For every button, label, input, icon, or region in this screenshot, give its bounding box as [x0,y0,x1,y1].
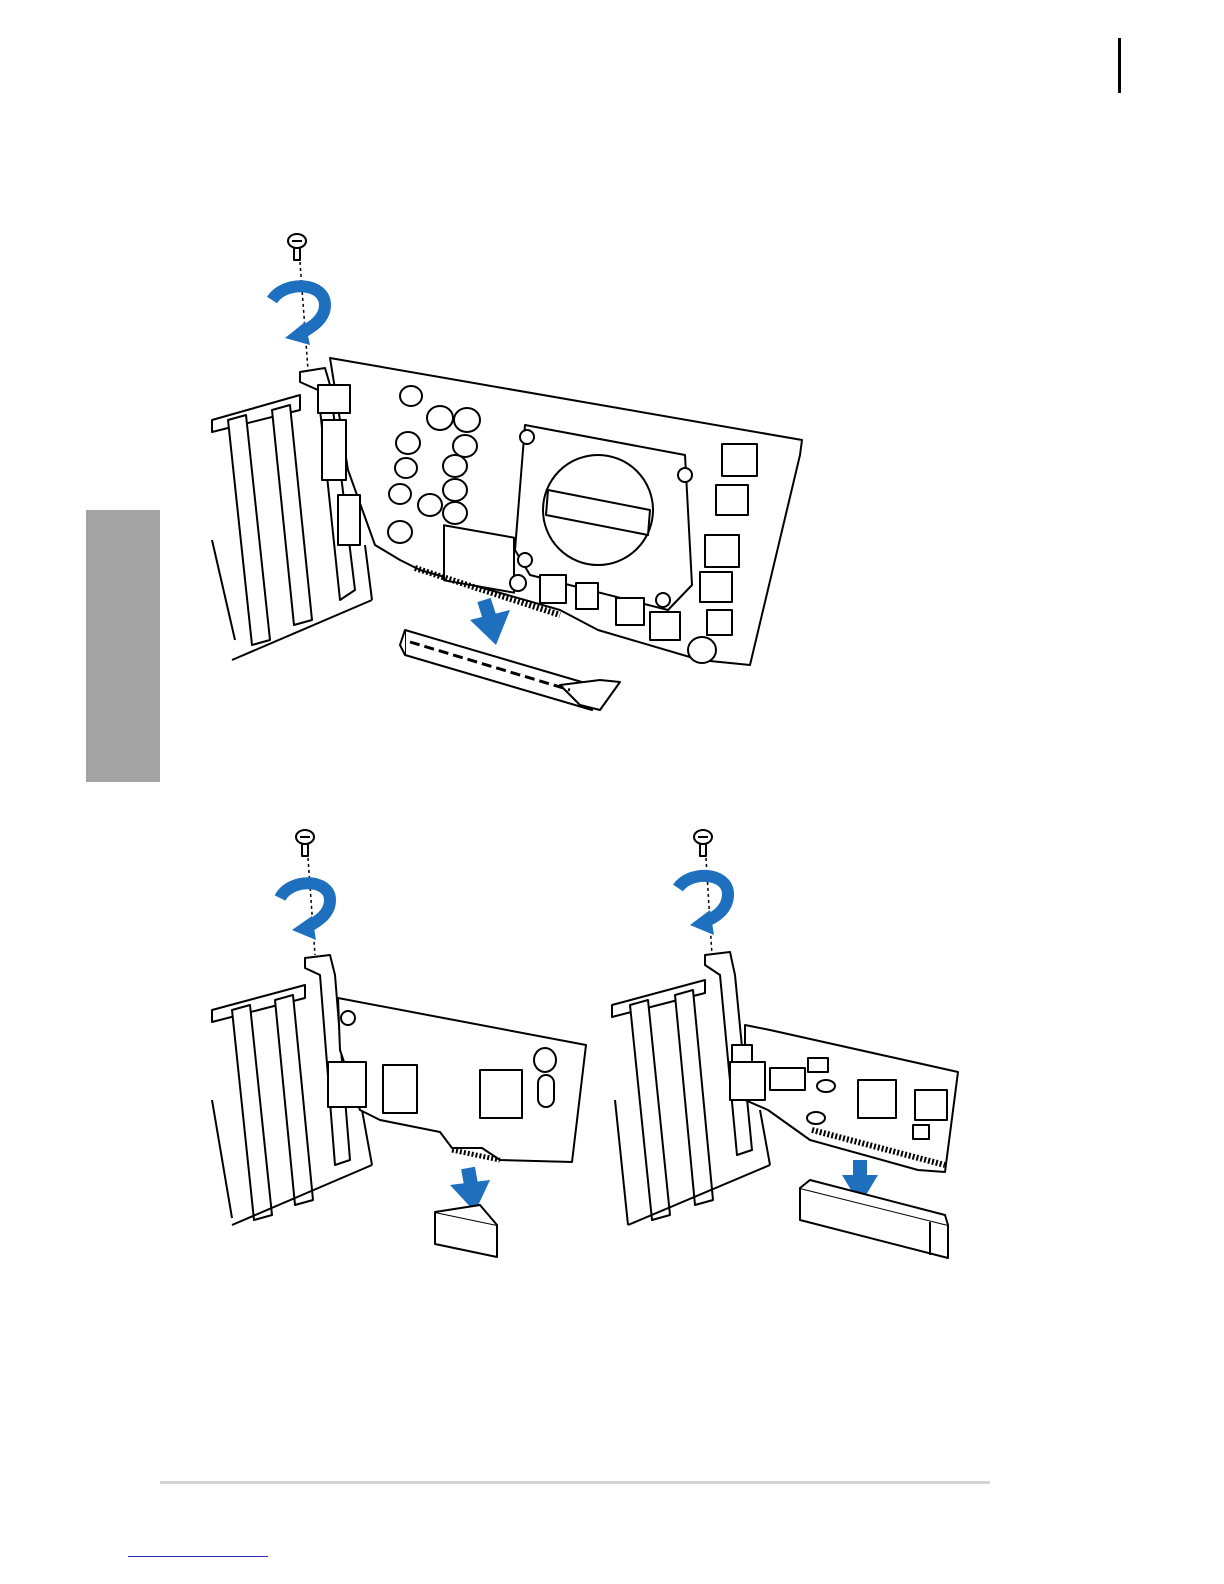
rotate-arrow-icon [678,876,728,935]
screw-icon [288,234,306,260]
screw-icon [296,830,314,856]
small-card-figure [212,830,586,1257]
rotate-arrow-icon [280,883,330,940]
rotate-arrow-icon [272,286,325,345]
pcie-x1-slot [435,1205,497,1257]
pcie-x16-slot [400,630,620,710]
pci-card-figure [612,830,958,1258]
pci-slot [800,1180,948,1258]
footer-link-underline [128,1556,268,1557]
insert-arrow-icon [450,1168,490,1212]
screw-icon [694,830,712,856]
insert-arrow-icon [470,600,510,645]
footer-rule [160,1481,990,1484]
graphics-card-figure [212,234,802,710]
